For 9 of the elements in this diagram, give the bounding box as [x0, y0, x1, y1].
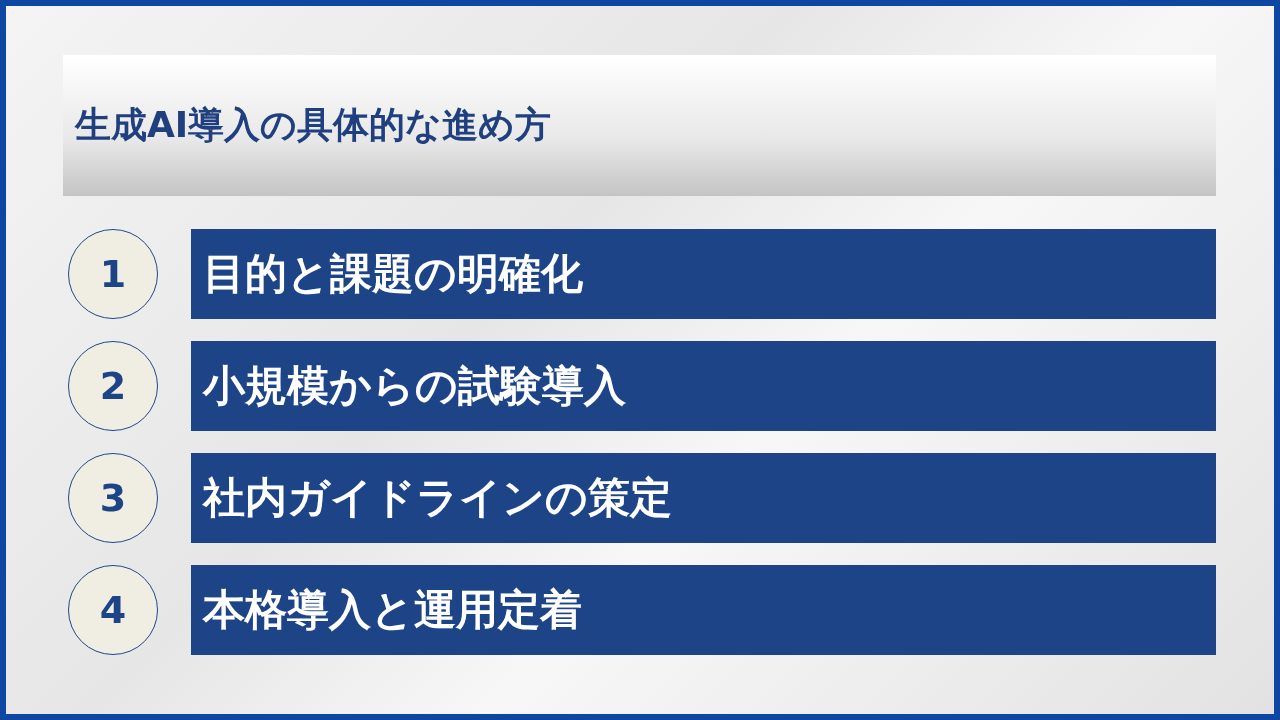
title-text: 生成AI導入の具体的な進め方: [75, 103, 552, 147]
step-bar: 本格導入と運用定着: [191, 565, 1216, 655]
step-number-circle: 3: [68, 453, 158, 543]
step-number-circle: 2: [68, 341, 158, 431]
step-bar: 目的と課題の明確化: [191, 229, 1216, 319]
step-bar: 小規模からの試験導入: [191, 341, 1216, 431]
step-number-circle: 1: [68, 229, 158, 319]
step-bar: 社内ガイドラインの策定: [191, 453, 1216, 543]
step-number-circle: 4: [68, 565, 158, 655]
